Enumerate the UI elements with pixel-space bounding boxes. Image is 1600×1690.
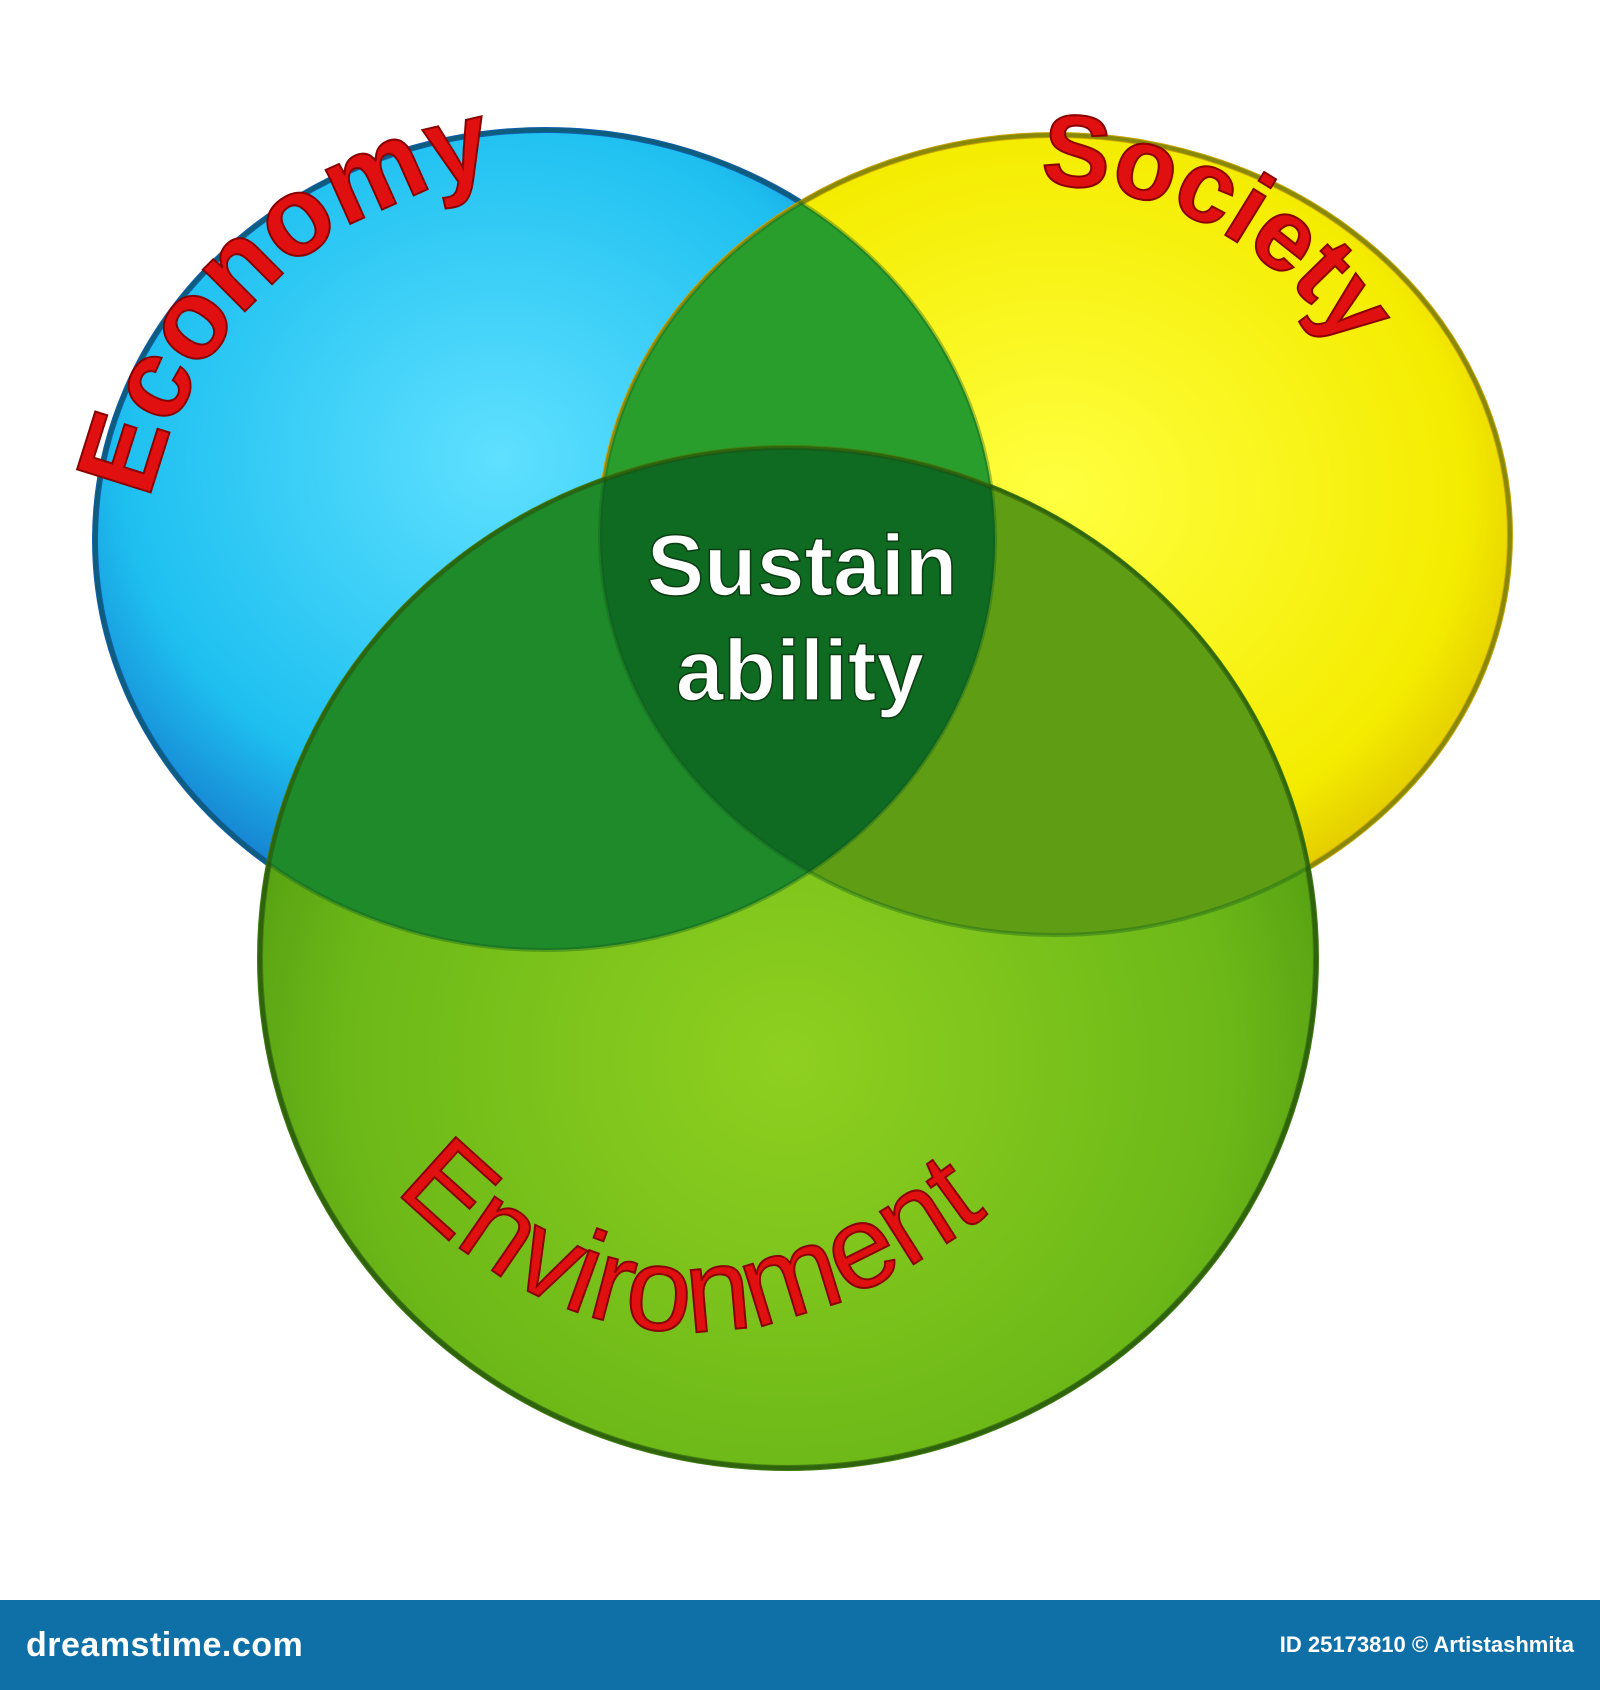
center-label-line1: Sustain (647, 518, 958, 614)
footer-image-id: ID 25173810 © Artistashmita (1279, 1632, 1574, 1657)
sustainability-center (600, 448, 995, 935)
center-label-line2: ability (676, 623, 925, 719)
footer-brand[interactable]: dreamstime.com (26, 1625, 304, 1664)
venn-diagram: Economy Society Environment Sustain abil… (51, 74, 1513, 1471)
footer-bar: dreamstime.com ID 25173810 © Artistashmi… (0, 1600, 1600, 1690)
